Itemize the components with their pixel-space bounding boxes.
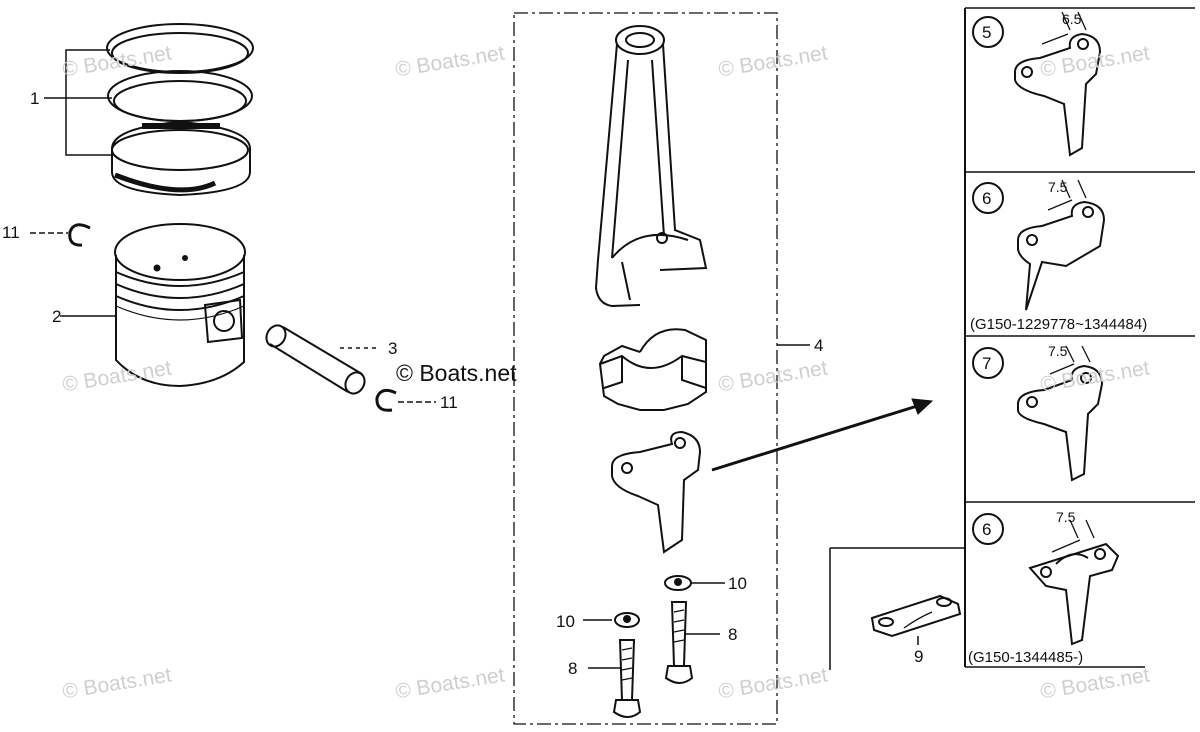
variant-4-number: 6 bbox=[982, 520, 991, 539]
callout-3: 3 bbox=[388, 339, 397, 358]
variant-6b-dipper bbox=[1028, 519, 1120, 646]
oil-dipper bbox=[611, 430, 702, 554]
variant-5-dipper bbox=[1014, 11, 1102, 157]
variant-4-circle bbox=[972, 513, 1004, 545]
variant-labels: 5 6.5 6 7.5 (G150-1229778~1344484) 7 7.5… bbox=[968, 11, 1147, 666]
callout-11-right: 11 bbox=[440, 393, 458, 412]
variant-frame bbox=[829, 7, 1195, 670]
circlip-right bbox=[375, 388, 436, 412]
callout-9: 9 bbox=[914, 647, 923, 666]
callout-10-right: 10 bbox=[728, 574, 747, 593]
lock-plate-1 bbox=[583, 612, 640, 628]
variant-4-dimension: 7.5 bbox=[1056, 509, 1076, 525]
variant-2-caption: (G150-1229778~1344484) bbox=[970, 316, 1147, 333]
piston-rings bbox=[106, 23, 254, 197]
rod-bolt-1 bbox=[588, 639, 642, 718]
lock-plate-2 bbox=[664, 575, 725, 591]
piston bbox=[60, 223, 246, 388]
variant-7-dipper bbox=[1017, 345, 1104, 482]
circlip-left bbox=[30, 223, 91, 247]
callout-2: 2 bbox=[52, 307, 61, 326]
connecting-rod-kit-frame bbox=[513, 12, 778, 725]
callout-8-left: 8 bbox=[568, 659, 577, 678]
variant-2-dimension: 7.5 bbox=[1048, 179, 1068, 195]
spacer-plate bbox=[870, 594, 962, 645]
variant-arrow bbox=[711, 400, 931, 472]
variant-2-number: 6 bbox=[982, 189, 991, 208]
variant-2-circle bbox=[972, 182, 1004, 214]
watermark-center: © Boats.net bbox=[396, 360, 517, 386]
variant-3-dimension: 7.5 bbox=[1048, 343, 1068, 359]
variant-3-number: 7 bbox=[982, 354, 991, 373]
connecting-rod bbox=[594, 25, 708, 308]
variant-1-circle bbox=[972, 16, 1004, 48]
variant-1-number: 5 bbox=[982, 23, 991, 42]
callout-10-left: 10 bbox=[556, 612, 575, 631]
callout-4: 4 bbox=[814, 336, 823, 355]
rod-bolt-2 bbox=[664, 601, 720, 684]
rod-cap bbox=[598, 328, 707, 411]
variant-4-caption: (G150-1344485-) bbox=[968, 649, 1083, 666]
piston-pin bbox=[265, 324, 380, 395]
callout-labels: 1 11 2 3 11 4 10 10 8 8 9 bbox=[2, 89, 923, 678]
callout-8-right: 8 bbox=[728, 625, 737, 644]
variant-6a-dipper bbox=[1017, 179, 1106, 311]
variant-3-circle bbox=[972, 347, 1004, 379]
callout-11-left: 11 bbox=[2, 223, 20, 242]
callout-1: 1 bbox=[30, 89, 39, 108]
variant-1-dimension: 6.5 bbox=[1062, 11, 1082, 27]
callout-1-leader bbox=[44, 49, 112, 156]
